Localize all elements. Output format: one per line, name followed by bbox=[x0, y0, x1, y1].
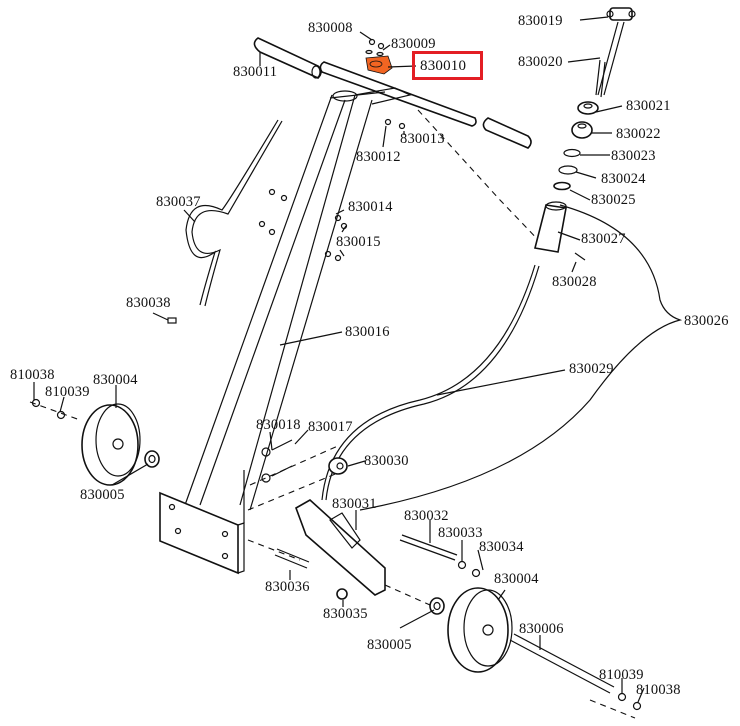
part-830008-screws[interactable] bbox=[365, 38, 385, 57]
part-830004-right-wheel[interactable] bbox=[447, 587, 513, 673]
part-830025-nut[interactable] bbox=[553, 181, 571, 191]
part-830037-cable[interactable] bbox=[185, 119, 283, 307]
part-830032-pin[interactable] bbox=[399, 534, 458, 561]
label-830020[interactable]: 830020 bbox=[518, 54, 563, 70]
part-830036-pin[interactable] bbox=[274, 548, 310, 569]
part-830010-highlight[interactable] bbox=[365, 55, 393, 75]
part-830022-bushing[interactable] bbox=[571, 121, 593, 139]
label-830010[interactable]: 830010 bbox=[420, 58, 467, 74]
part-830029-cable[interactable] bbox=[321, 264, 540, 501]
label-830022[interactable]: 830022 bbox=[616, 126, 661, 142]
label-830017[interactable]: 830017 bbox=[308, 419, 353, 435]
part-830028-setscrew[interactable] bbox=[574, 252, 586, 261]
part-830021-bushing[interactable] bbox=[577, 101, 599, 115]
label-left-830004[interactable]: 830004 bbox=[93, 372, 138, 388]
label-830026[interactable]: 830026 bbox=[684, 313, 729, 329]
part-830005-left-spacer[interactable] bbox=[144, 450, 160, 468]
label-right-830004[interactable]: 830004 bbox=[494, 571, 539, 587]
label-830021[interactable]: 830021 bbox=[626, 98, 671, 114]
label-830027[interactable]: 830027 bbox=[581, 231, 626, 247]
label-830025[interactable]: 830025 bbox=[591, 192, 636, 208]
label-830037[interactable]: 830037 bbox=[156, 194, 201, 210]
label-right-830006[interactable]: 830006 bbox=[519, 621, 564, 637]
part-830033-washer[interactable] bbox=[457, 560, 467, 570]
part-830019-knob[interactable] bbox=[606, 7, 636, 21]
label-830029[interactable]: 830029 bbox=[569, 361, 614, 377]
label-830016[interactable]: 830016 bbox=[345, 324, 390, 340]
part-830034-clip[interactable] bbox=[471, 568, 481, 578]
part-830024-washer[interactable] bbox=[558, 165, 578, 175]
label-left-830005[interactable]: 830005 bbox=[80, 487, 125, 503]
part-830038-cap[interactable] bbox=[167, 317, 177, 324]
part-830020-screw[interactable] bbox=[595, 21, 625, 98]
part-830031-pedal-bracket[interactable] bbox=[295, 499, 386, 596]
label-830011[interactable]: 830011 bbox=[233, 64, 278, 80]
base-plate[interactable] bbox=[159, 470, 245, 575]
part-830004-left-wheel[interactable] bbox=[81, 403, 141, 486]
label-830024[interactable]: 830024 bbox=[601, 171, 646, 187]
label-830031[interactable]: 830031 bbox=[332, 496, 377, 512]
label-left-810038[interactable]: 810038 bbox=[10, 367, 55, 383]
leader-lines bbox=[33, 16, 645, 703]
handle-crossbar[interactable] bbox=[319, 61, 477, 127]
label-830012[interactable]: 830012 bbox=[356, 149, 401, 165]
part-830006-axle[interactable] bbox=[509, 633, 615, 694]
label-830036[interactable]: 830036 bbox=[265, 579, 310, 595]
label-830023[interactable]: 830023 bbox=[611, 148, 656, 164]
part-810039-right-washer[interactable] bbox=[617, 692, 627, 702]
handle-grip-right[interactable] bbox=[482, 117, 532, 149]
label-830014[interactable]: 830014 bbox=[348, 199, 393, 215]
label-830033[interactable]: 830033 bbox=[438, 525, 483, 541]
part-810039-left-washer[interactable] bbox=[56, 410, 66, 420]
part-810038-right-clip[interactable] bbox=[632, 701, 642, 711]
frame-bolts bbox=[258, 118, 406, 262]
label-830034[interactable]: 830034 bbox=[479, 539, 524, 555]
label-830015[interactable]: 830015 bbox=[336, 234, 381, 250]
highlight-box bbox=[412, 51, 483, 80]
label-830032[interactable]: 830032 bbox=[404, 508, 449, 524]
label-830038[interactable]: 830038 bbox=[126, 295, 171, 311]
part-810038-left-clip[interactable] bbox=[31, 398, 41, 408]
label-right-830005[interactable]: 830005 bbox=[367, 637, 412, 653]
label-830028[interactable]: 830028 bbox=[552, 274, 597, 290]
label-830030[interactable]: 830030 bbox=[364, 453, 409, 469]
part-830023-washer[interactable] bbox=[563, 148, 581, 158]
label-830009[interactable]: 830009 bbox=[391, 36, 436, 52]
label-830013[interactable]: 830013 bbox=[400, 131, 445, 147]
label-830008[interactable]: 830008 bbox=[308, 20, 353, 36]
part-830035-nut[interactable] bbox=[336, 588, 348, 600]
part-830030-roller[interactable] bbox=[328, 457, 348, 475]
label-right-810039[interactable]: 810039 bbox=[599, 667, 644, 683]
label-right-810038[interactable]: 810038 bbox=[636, 682, 681, 698]
part-830016-frame[interactable] bbox=[184, 87, 412, 511]
label-830019[interactable]: 830019 bbox=[518, 13, 563, 29]
label-830018[interactable]: 830018 bbox=[256, 417, 301, 433]
label-left-810039[interactable]: 810039 bbox=[45, 384, 90, 400]
part-830027-sleeve[interactable] bbox=[534, 201, 567, 253]
part-830017-18-bolts[interactable] bbox=[261, 439, 293, 483]
label-830035[interactable]: 830035 bbox=[323, 606, 368, 622]
